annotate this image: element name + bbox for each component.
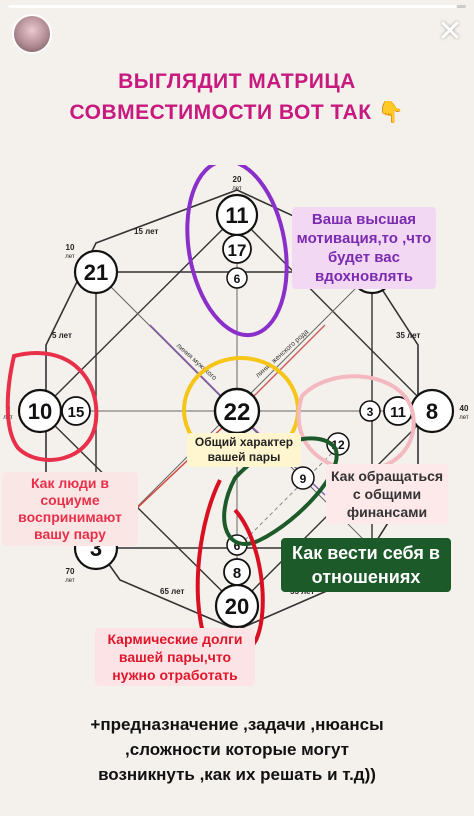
red-highlight-loop-left <box>5 351 99 462</box>
female-line-arrow <box>249 324 326 401</box>
circle-left-inner: 15 <box>61 396 91 426</box>
red-highlight-loop-bottom <box>195 479 265 645</box>
circle-top-inner: 17 <box>222 234 252 264</box>
svg-text:11: 11 <box>225 203 248 228</box>
caption-line-1: +предназначение ,задачи ,нюансы <box>90 715 384 734</box>
svg-text:8: 8 <box>426 399 438 424</box>
circle-top-small: 6 <box>226 267 248 289</box>
svg-text:11: 11 <box>390 404 406 421</box>
circle-right: 8 <box>409 388 455 434</box>
circle-bottom-inner: 8 <box>223 558 251 586</box>
callout-relationship-behavior: Как вести себя в отношениях <box>281 538 451 592</box>
svg-text:8: 8 <box>233 565 241 582</box>
circle-top: 11 <box>215 193 259 237</box>
age-35: 35 лет <box>396 331 420 340</box>
title-line-1: ВЫГЛЯДИТ МАТРИЦА <box>118 70 356 93</box>
svg-text:15: 15 <box>68 404 85 421</box>
age-20: 20 <box>233 175 242 184</box>
pink-highlight-loop <box>296 374 416 473</box>
circle-right-inner: 11 <box>383 396 413 426</box>
svg-text:6: 6 <box>234 539 241 553</box>
caption-line-3: возникнуть ,как их решать и т.д)) <box>98 765 376 784</box>
svg-text:20: 20 <box>225 594 249 619</box>
age-10-unit: лет <box>65 254 75 260</box>
age-70: 70 <box>66 567 75 576</box>
avatar[interactable] <box>12 14 52 54</box>
circle-bottom: 20 <box>214 583 260 629</box>
story-progress-fill <box>8 5 457 8</box>
svg-text:6: 6 <box>234 272 241 286</box>
age-5: 5 лет <box>52 331 72 340</box>
svg-text:17: 17 <box>228 241 247 260</box>
circle-mid-right-9: 9 <box>291 466 315 490</box>
callout-karmic-debts: Кармические долги вашей пары,что нужно о… <box>95 628 255 686</box>
svg-text:21: 21 <box>84 260 108 285</box>
purple-highlight-loop <box>185 165 289 338</box>
circle-center: 22 <box>213 387 261 435</box>
callout-higher-motivation: Ваша высшая мотивация,то ,что будет вас … <box>292 207 436 289</box>
age-65: 65 лет <box>160 587 184 596</box>
age-15: 15 лет <box>134 227 158 236</box>
caption-line-2: ,сложности которые могут <box>125 740 349 759</box>
money-line <box>244 439 346 541</box>
bottom-caption: +предназначение ,задачи ,нюансы ,сложнос… <box>0 712 474 787</box>
age-10: 10 <box>66 243 75 252</box>
story-progress-bar <box>8 5 466 8</box>
page-title: ВЫГЛЯДИТ МАТРИЦА СОВМЕСТИМОСТИ ВОТ ТАК 👇 <box>0 66 474 128</box>
svg-text:10: 10 <box>28 399 52 424</box>
male-line-arrow <box>149 324 226 401</box>
circle-left: 10 <box>17 388 63 434</box>
close-icon[interactable]: ✕ <box>437 15 463 48</box>
age-70-unit: лет <box>65 578 75 584</box>
age-40: 40 <box>460 404 469 413</box>
age-40-unit: лет <box>459 415 469 421</box>
callout-finances: Как обращаться с общими финансами <box>326 464 448 524</box>
svg-text:3: 3 <box>367 405 374 419</box>
svg-text:22: 22 <box>224 399 251 426</box>
title-line-2: СОВМЕСТИМОСТИ ВОТ ТАК 👇 <box>69 101 405 124</box>
circle-right-small: 3 <box>359 400 381 422</box>
circle-top-left: 21 <box>73 249 119 295</box>
age-20-unit: лет <box>232 186 242 192</box>
svg-text:9: 9 <box>300 472 307 486</box>
callout-couple-character: Общий характер вашей пары <box>187 433 301 467</box>
callout-social-perception: Как люди в социуме воспринимают вашу пар… <box>2 472 138 546</box>
